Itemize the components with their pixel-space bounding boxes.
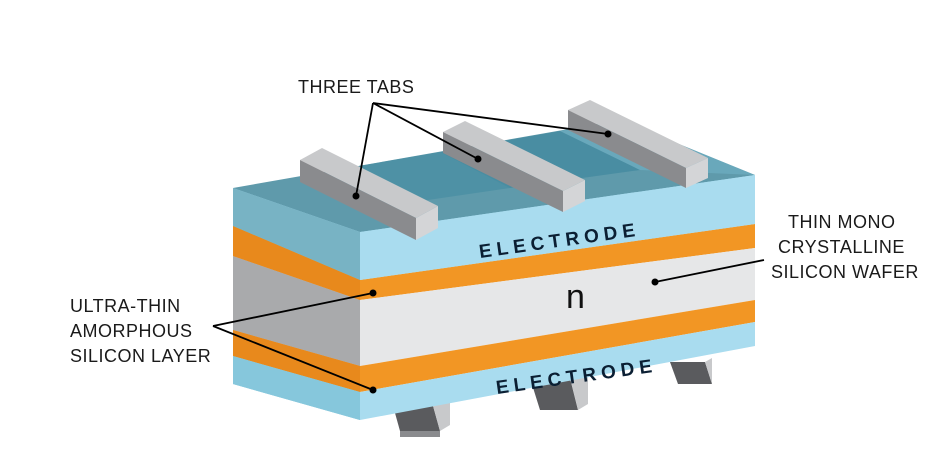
amorphous-label-line2: AMORPHOUS (70, 321, 193, 341)
electrode-bottom-layer (233, 322, 755, 420)
bottom-tab-middle (530, 372, 588, 410)
top-tab-middle (443, 121, 585, 212)
top-tabs (300, 100, 708, 240)
amorphous-top-layer (233, 224, 755, 300)
amorphous-leaders (212, 289, 377, 394)
wafer-label-line2: CRYSTALLINE (778, 237, 905, 257)
n-region-label: n (566, 278, 585, 316)
three-tabs-label: THREE TABS (298, 77, 414, 97)
bottom-tab-right (670, 358, 712, 384)
top-tab-right (568, 100, 708, 188)
top-tab-left (300, 148, 438, 240)
amorphous-label-line3: SILICON LAYER (70, 346, 211, 366)
wafer-leader (654, 259, 765, 283)
three-tabs-leaders (352, 102, 612, 200)
wafer-label-line1: THIN MONO (788, 212, 896, 232)
wafer-label-line3: SILICON WAFER (771, 262, 919, 282)
amorphous-bottom-layer (233, 300, 755, 392)
wafer-layer (233, 248, 755, 366)
amorphous-label-line1: ULTRA-THIN (70, 296, 181, 316)
